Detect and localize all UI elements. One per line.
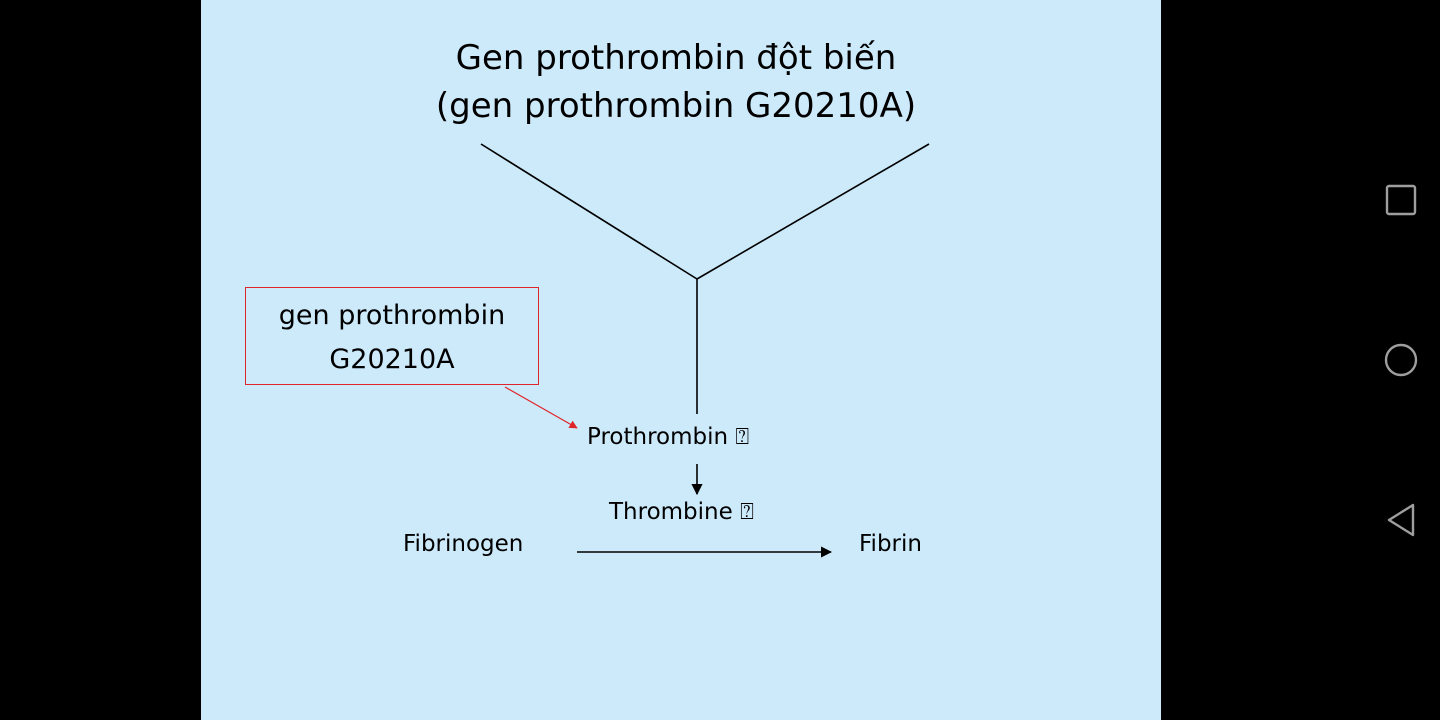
android-navigation-bar: [1161, 0, 1440, 720]
prothrombin-label: Prothrombin ⍰: [587, 424, 750, 450]
y-connector-right-branch: [696, 143, 930, 280]
mutation-gene-box: gen prothrombin G20210A: [245, 287, 539, 385]
recents-button[interactable]: [1373, 172, 1429, 228]
back-button[interactable]: [1373, 492, 1429, 548]
home-button[interactable]: [1373, 332, 1429, 388]
triangle-back-icon: [1387, 503, 1415, 537]
pathway-diagram: [480, 143, 930, 558]
presentation-slide: Gen prothrombin đột biến (gen prothrombi…: [201, 0, 1161, 720]
title-line-1: Gen prothrombin đột biến: [455, 38, 897, 78]
slide-title: Gen prothrombin đột biến (gen prothrombi…: [201, 34, 1151, 130]
mutation-box-line-2: G20210A: [329, 344, 455, 375]
circle-home-icon: [1384, 343, 1418, 377]
mutation-box-line-1: gen prothrombin: [278, 300, 506, 331]
mutation-arrow: [504, 386, 578, 429]
y-connector-left-branch: [480, 143, 698, 280]
fibrinogen-label: Fibrinogen: [403, 531, 524, 557]
title-line-2: (gen prothrombin G20210A): [435, 86, 917, 126]
fibrin-label: Fibrin: [859, 531, 922, 557]
square-recents-icon: [1385, 184, 1417, 216]
thrombine-label: Thrombine ⍰: [609, 499, 754, 525]
